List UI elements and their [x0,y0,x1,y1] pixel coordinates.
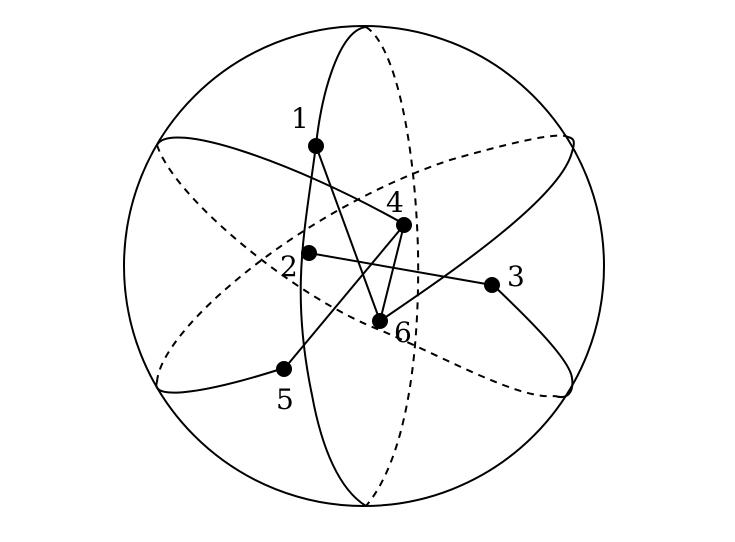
tilted-great-circle-b-front [379,136,575,322]
tilted-great-circle-a-front [156,136,405,225]
edge-1-6 [315,145,381,322]
label-1: 1 [291,102,309,135]
vertical-great-circle-back [365,26,420,507]
label-6: 6 [394,316,412,349]
sphere-outline [123,25,605,507]
label-2: 2 [280,250,298,283]
point-1 [308,138,324,154]
label-5: 5 [276,383,294,416]
point-5 [276,361,292,377]
label-4: 4 [386,186,404,219]
point-4 [396,217,412,233]
label-3: 3 [507,260,525,293]
point-2 [301,245,317,261]
edge-6-4 [379,224,405,322]
edge-2-3 [308,252,493,286]
point-6 [372,313,388,329]
tilted-great-circle-b-back [156,134,569,383]
tilted-great-circle-a-front-lower [491,283,574,398]
point-3 [484,277,500,293]
points-group [276,138,500,377]
edges-group [283,145,493,370]
tilted-great-circle-a-back [156,144,556,398]
tilted-great-circle-b-front-lower [155,367,285,394]
edge-4-5 [283,224,405,370]
vertical-great-circle-front [299,26,367,507]
